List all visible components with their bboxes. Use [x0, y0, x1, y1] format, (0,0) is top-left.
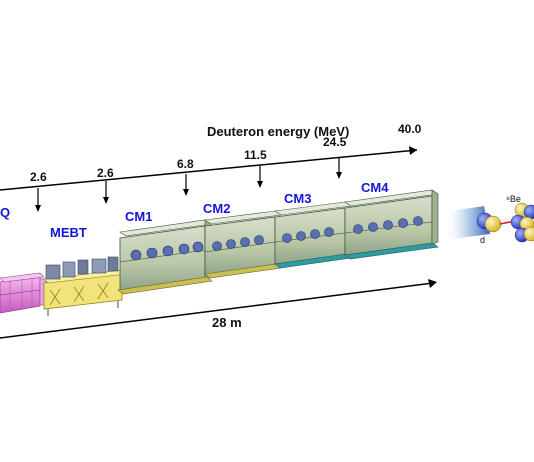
energy-axis: Deuteron energy (MeV) 2.6 2.6 6.8 11.5 — [0, 122, 422, 212]
deuteron-label: d — [480, 235, 485, 245]
energy-tick-6: 40.0 — [398, 122, 422, 136]
energy-tick-1: 2.6 — [30, 170, 47, 212]
beam-cone — [444, 206, 490, 240]
section-label-rfq: Q — [0, 205, 10, 220]
length-axis-arrowhead — [428, 279, 437, 288]
energy-axis-arrowhead — [409, 146, 417, 155]
section-label-cm1: CM1 — [125, 209, 152, 224]
section-label-mebt: MEBT — [50, 225, 87, 240]
energy-tick-label-2: 2.6 — [97, 166, 114, 180]
energy-tick-label-1: 2.6 — [30, 170, 47, 184]
cryomodule-cm2 — [204, 210, 282, 279]
section-labels: Q MEBT CM1 CM2 CM3 CM4 — [0, 180, 389, 240]
mebt-frame — [43, 256, 127, 316]
energy-tick-label-6: 40.0 — [398, 122, 422, 136]
cryomodule-cm1 — [117, 219, 213, 295]
energy-tick-2: 2.6 — [97, 166, 114, 204]
energy-tick-3: 6.8 — [177, 157, 194, 196]
energy-axis-title: Deuteron energy (MeV) — [207, 124, 349, 139]
section-label-cm4: CM4 — [361, 180, 389, 195]
rfq-tube — [0, 272, 47, 314]
accelerator-drawing — [0, 189, 439, 316]
cryomodule-cm4 — [344, 189, 439, 260]
energy-axis-line — [0, 149, 418, 191]
energy-tick-label-4: 11.5 — [244, 148, 267, 162]
section-label-cm2: CM2 — [203, 201, 230, 216]
be9-label: ⁹Be — [506, 194, 521, 204]
length-axis-line — [0, 282, 434, 339]
length-axis: 28 m — [0, 279, 437, 339]
energy-tick-5: 24.5 — [323, 135, 347, 179]
be9-nucleus: ⁹Be — [499, 194, 534, 243]
energy-tick-label-5: 24.5 — [323, 135, 347, 149]
deuteron-particle: d — [476, 212, 502, 245]
energy-tick-label-3: 6.8 — [177, 157, 194, 171]
cryomodule-cm3 — [274, 201, 352, 269]
energy-tick-4: 11.5 — [244, 148, 267, 188]
section-label-cm3: CM3 — [284, 191, 311, 206]
length-label: 28 m — [212, 315, 242, 330]
